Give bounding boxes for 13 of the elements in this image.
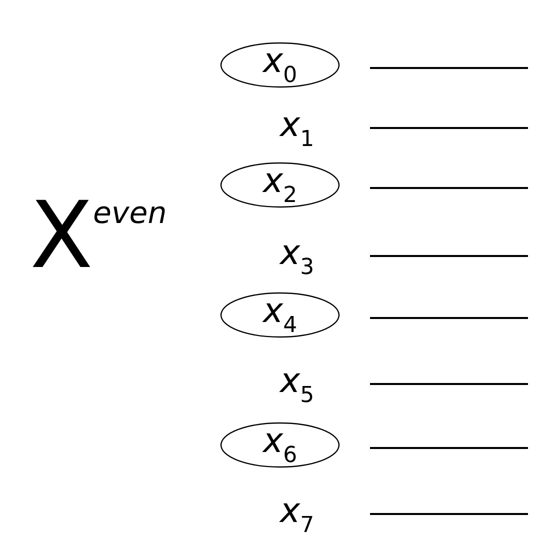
ellipse	[220, 292, 340, 338]
variable-label: x$_{0}$	[262, 44, 298, 86]
variable-label: x$_{5}$	[280, 364, 314, 407]
variable-label: x$_{7}$	[280, 494, 314, 537]
ellipse	[220, 162, 340, 208]
variable-label: x$_{3}$	[280, 236, 314, 279]
variable-label: x$_{4}$	[262, 294, 298, 336]
variable-label: X$^{even}$	[30, 190, 167, 282]
ellipse	[220, 422, 340, 468]
variable-label: x$_{2}$	[262, 164, 298, 206]
variable-label: x$_{6}$	[262, 424, 298, 466]
ellipse	[220, 42, 340, 88]
variable-label: x$_{1}$	[280, 108, 314, 151]
